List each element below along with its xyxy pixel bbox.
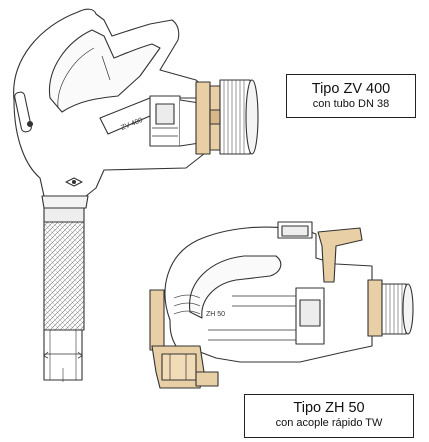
zv400-handle (48, 29, 161, 113)
zh50-right-coupling (367, 279, 414, 337)
zv400-spout (41, 195, 89, 382)
zh50-caption-title: Tipo ZH 50 (293, 400, 365, 416)
zh50-body-marking: ZH 50 (206, 311, 225, 318)
zh50-nozzle: ZH 50 (149, 221, 414, 389)
zh50-quick-coupler (149, 289, 219, 389)
zv400-coupling (195, 79, 259, 155)
zh50-caption-subtitle: con acople rápido TW (275, 417, 383, 429)
zv400-caption: Tipo ZV 400 con tubo DN 38 (286, 74, 416, 118)
zh50-caption: Tipo ZH 50 con acople rápido TW (244, 394, 414, 438)
zv400-nozzle: ZV 400 (13, 8, 259, 382)
zh50-trigger (317, 227, 363, 283)
zv400-caption-title: Tipo ZV 400 (311, 81, 391, 97)
zv400-caption-subtitle: con tubo DN 38 (312, 98, 390, 110)
